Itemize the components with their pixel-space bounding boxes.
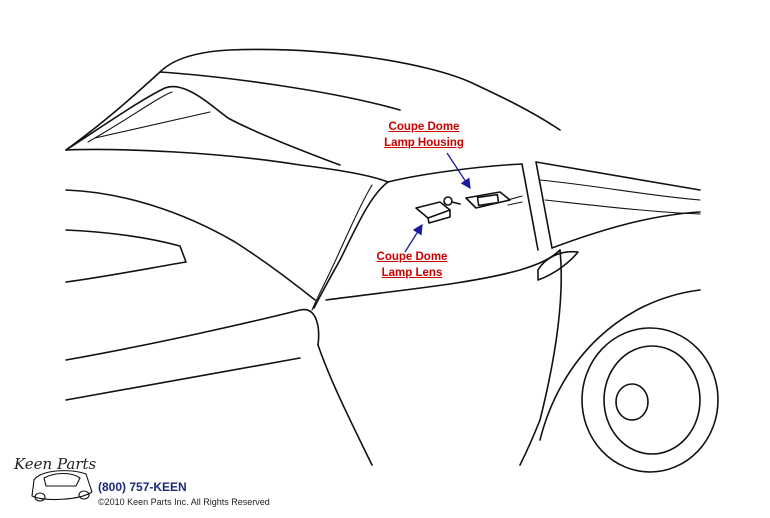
a-pillar-inner bbox=[311, 184, 373, 311]
fender-line bbox=[65, 308, 320, 361]
rear-roof-line bbox=[535, 161, 701, 191]
door-edge bbox=[317, 249, 563, 466]
logo-car-icon bbox=[31, 470, 93, 502]
wheel-arch bbox=[539, 289, 701, 441]
windshield bbox=[65, 85, 341, 166]
lamp-lens-part bbox=[415, 201, 451, 224]
lamp-housing-part bbox=[465, 191, 523, 209]
a-pillar bbox=[313, 181, 389, 309]
side-vent bbox=[537, 250, 579, 281]
rear-wheel-inner bbox=[603, 345, 701, 455]
housing-arrow bbox=[446, 152, 471, 190]
coupe-dome-lamp-lens-callout[interactable]: Coupe Dome Lamp Lens bbox=[362, 249, 462, 281]
rear-wheel bbox=[581, 327, 719, 473]
hood-bulge bbox=[65, 229, 187, 283]
phone-number-link[interactable]: (800) 757-KEEN bbox=[98, 480, 187, 494]
quarter-panel bbox=[551, 211, 701, 249]
wheel-hub bbox=[615, 383, 649, 421]
callout-housing-line2: Lamp Housing bbox=[384, 137, 464, 149]
callout-housing-line1: Coupe Dome bbox=[388, 121, 460, 133]
callout-lens-line1: Coupe Dome bbox=[376, 251, 448, 263]
door-window-top bbox=[387, 163, 523, 183]
lower-body-line bbox=[65, 357, 301, 401]
keen-parts-logo: Keen Parts bbox=[14, 455, 97, 473]
roof-rear-line bbox=[159, 71, 401, 111]
callout-lens-line2: Lamp Lens bbox=[381, 267, 443, 279]
coupe-dome-lamp-housing-callout[interactable]: Coupe Dome Lamp Housing bbox=[374, 119, 474, 151]
hood-top bbox=[65, 189, 316, 301]
roof-front-edge bbox=[65, 148, 389, 183]
windshield-inner bbox=[87, 91, 211, 143]
copyright-text: ©2010 Keen Parts Inc. All Rights Reserve… bbox=[98, 497, 270, 507]
b-pillar bbox=[521, 161, 553, 251]
lamp-screw bbox=[443, 196, 461, 206]
roof-outline bbox=[65, 48, 561, 151]
lens-arrow bbox=[404, 223, 423, 253]
